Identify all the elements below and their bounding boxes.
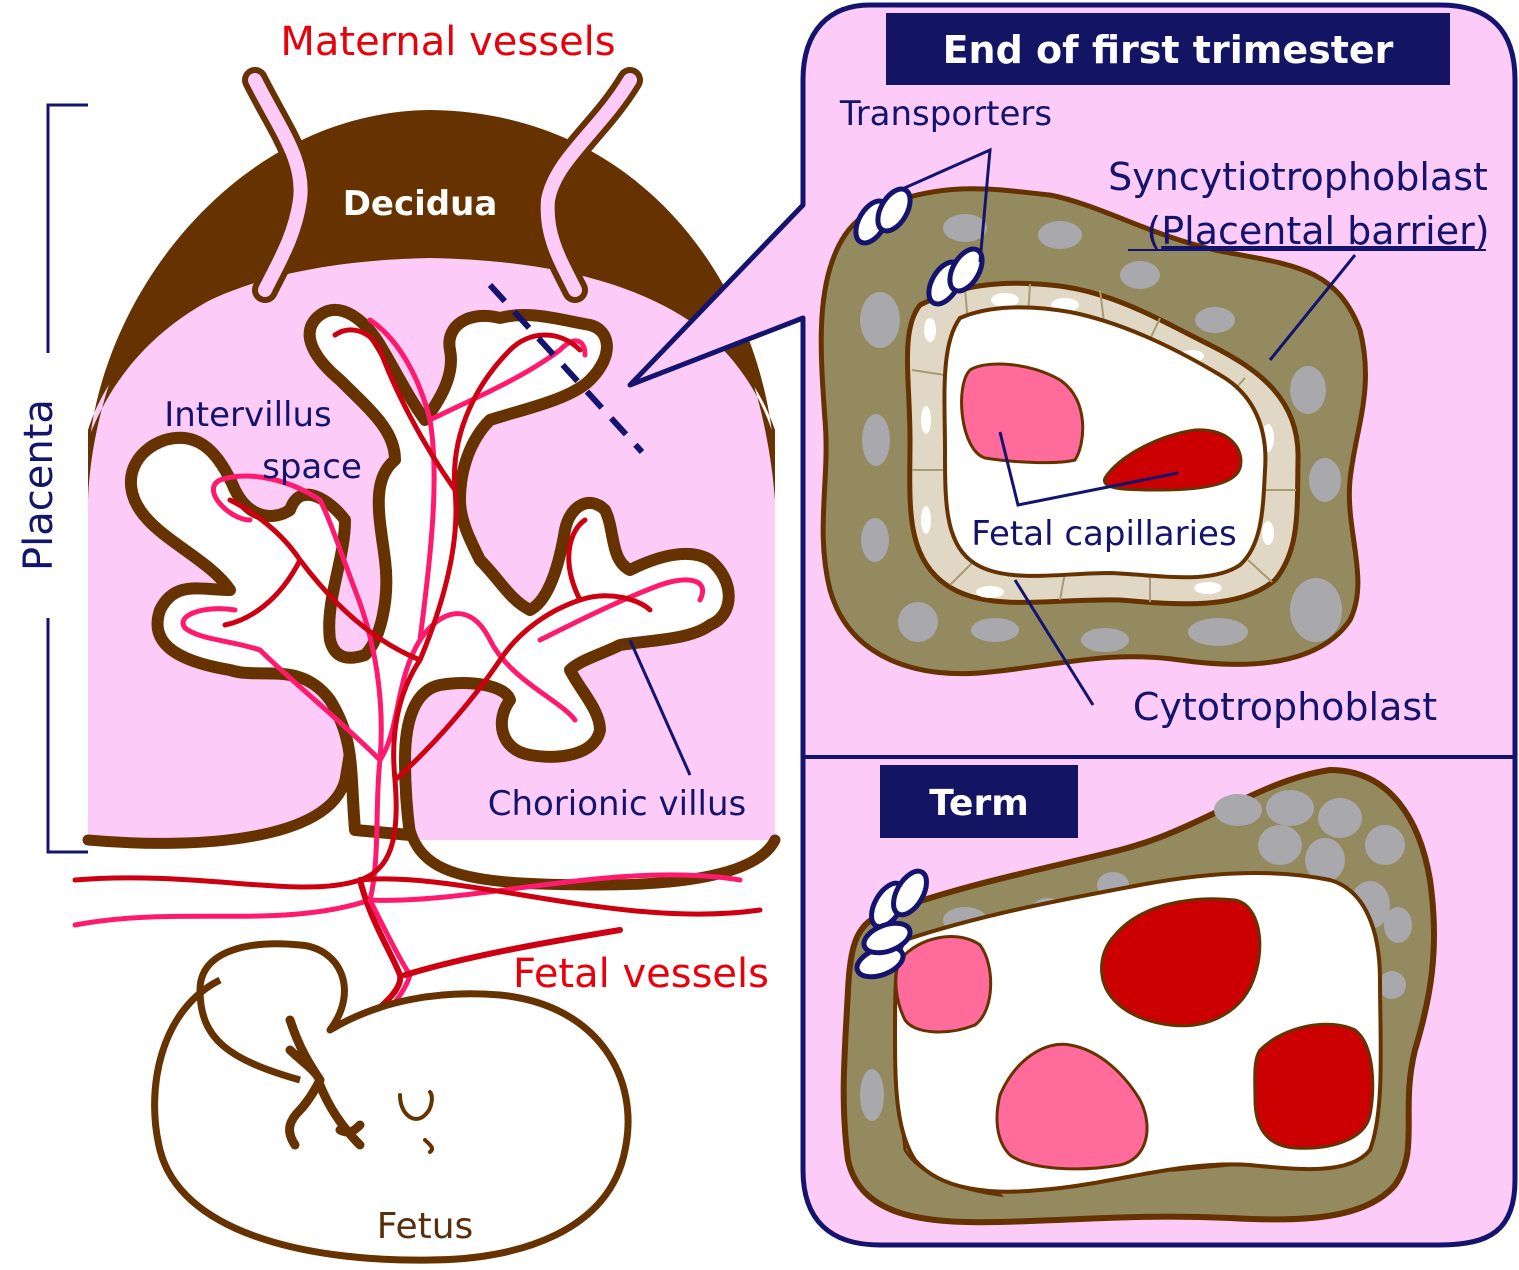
maternal-vessels-label: Maternal vessels xyxy=(280,19,615,65)
fetal-vessels-label: Fetal vessels xyxy=(513,951,769,997)
placenta-label: Placenta xyxy=(16,399,62,571)
placental-barrier-close-paren: ) xyxy=(1475,209,1490,253)
placenta-section: Maternal vessels Decidua Placenta Interv… xyxy=(16,19,775,1260)
chorionic-villus-label: Chorionic villus xyxy=(488,784,747,824)
syncytiotrophoblast-label: Syncytiotrophoblast xyxy=(1108,155,1488,199)
intervillus-space-label-line2: space xyxy=(262,447,362,487)
term-title: Term xyxy=(929,783,1028,824)
placental-barrier-text: Placental barrier xyxy=(1161,209,1475,253)
term-capillary-pink-1 xyxy=(896,937,991,1032)
decidua-label: Decidua xyxy=(343,184,498,224)
placental-barrier-label: (Placental barrier) xyxy=(1146,209,1489,253)
fetal-capillaries-label: Fetal capillaries xyxy=(971,514,1236,554)
term-capillary-red-2 xyxy=(1255,1024,1373,1148)
first-trimester-title: End of first trimester xyxy=(943,28,1394,72)
first-trimester-villus xyxy=(821,189,1365,674)
fetus-label: Fetus xyxy=(377,1206,474,1247)
transporters-label: Transporters xyxy=(839,94,1052,134)
placental-barrier-open-paren: ( xyxy=(1146,209,1161,253)
intervillus-space-label-line1: Intervillus xyxy=(164,395,332,435)
cytotrophoblast-label: Cytotrophoblast xyxy=(1133,685,1437,729)
